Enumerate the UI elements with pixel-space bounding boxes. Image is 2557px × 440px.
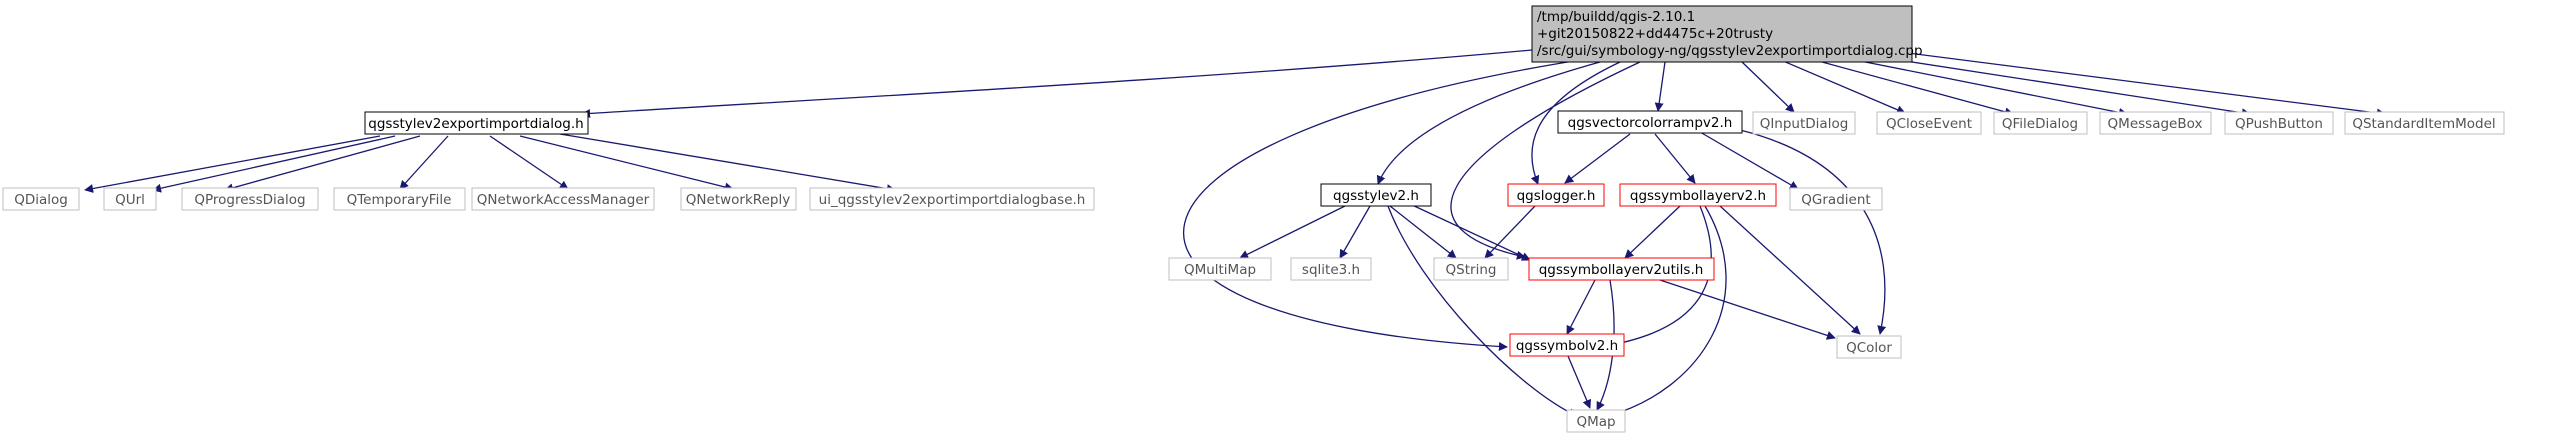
edge-root-to-qcloseevent: [1775, 57, 1906, 114]
edge-qgssymbollayerv2utils-to-qcolor: [1659, 279, 1836, 340]
svg-text:QString: QString: [1446, 262, 1497, 278]
edge-root-to-dialog-h: [581, 49, 1533, 118]
dependency-nodes: /tmp/buildd/qgis-2.10.1 +git20150822+dd4…: [2, 5, 2505, 433]
svg-text:ui_qgsstylev2exportimportdialo: ui_qgsstylev2exportimportdialogbase.h: [819, 192, 1086, 208]
svg-text:QMultiMap: QMultiMap: [1184, 262, 1256, 278]
edge-root-to-qpushbutton: [1859, 53, 2251, 118]
edge-qgssymbollayerv2utils-to-qmap: [1596, 279, 1615, 411]
svg-text:QPushButton: QPushButton: [2235, 116, 2323, 132]
edge-qgsvectorcolorrampv2-to-qgssymbollayerv2: [1654, 133, 1696, 184]
svg-text:QStandardItemModel: QStandardItemModel: [2352, 116, 2495, 132]
node-qgssymbolv2[interactable]: qgssymbolv2.h: [1509, 333, 1625, 357]
edge-dialog-h-to-qnetworkaccessmanager: [489, 135, 569, 190]
node-qcolor[interactable]: QColor: [1836, 335, 1902, 359]
root-line-2: +git20150822+dd4475c+20trusty: [1537, 26, 1773, 42]
svg-text:qgsstylev2.h: qgsstylev2.h: [1333, 188, 1419, 204]
edge-root-to-qgsvectorcolorrampv2: [1654, 61, 1666, 112]
node-qgssymbollayerv2utils[interactable]: qgssymbollayerv2utils.h: [1528, 257, 1715, 281]
svg-text:QMessageBox: QMessageBox: [2108, 116, 2203, 132]
node-qmessagebox[interactable]: QMessageBox: [2099, 111, 2212, 135]
node-sqlite3[interactable]: sqlite3.h: [1290, 257, 1372, 281]
svg-text:qgsvectorcolorrampv2.h: qgsvectorcolorrampv2.h: [1568, 115, 1733, 131]
node-qmap[interactable]: QMap: [1566, 409, 1626, 433]
edge-root-to-qmessagebox: [1829, 54, 2128, 117]
svg-text:QColor: QColor: [1846, 340, 1892, 356]
svg-text:QFileDialog: QFileDialog: [2002, 116, 2078, 132]
edge-qgsstylev2-to-sqlite3: [1339, 205, 1371, 259]
edge-dialog-h-to-qprogressdialog: [224, 135, 421, 193]
svg-text:QUrl: QUrl: [115, 192, 145, 208]
node-qcloseevent[interactable]: QCloseEvent: [1876, 111, 1982, 135]
svg-text:sqlite3.h: sqlite3.h: [1302, 262, 1360, 278]
svg-text:QMap: QMap: [1576, 414, 1615, 430]
edge-dialog-h-to-qnetworkreply: [519, 135, 734, 192]
edge-qgssymbollayerv2utils-to-qgssymbolv2: [1566, 279, 1596, 335]
edge-qgsvectorcolorrampv2-to-qgslogger: [1564, 133, 1631, 184]
node-qurl[interactable]: QUrl: [103, 187, 157, 211]
edge-qgssymbollayerv2-to-qgssymbolv2: [1604, 205, 1712, 350]
svg-text:qgssymbollayerv2utils.h: qgssymbollayerv2utils.h: [1539, 262, 1704, 278]
edge-dialog-h-to-qdialog: [84, 135, 381, 193]
svg-text:QNetworkAccessManager: QNetworkAccessManager: [477, 192, 650, 208]
edge-dialog-h-to-ui-base: [559, 133, 896, 194]
node-qnetworkreply[interactable]: QNetworkReply: [680, 187, 797, 211]
node-root-file[interactable]: /tmp/buildd/qgis-2.10.1 +git20150822+dd4…: [1531, 5, 1923, 63]
node-qpushbutton[interactable]: QPushButton: [2224, 111, 2334, 135]
svg-text:QCloseEvent: QCloseEvent: [1886, 116, 1972, 132]
svg-text:qgslogger.h: qgslogger.h: [1517, 188, 1596, 204]
node-qprogressdialog[interactable]: QProgressDialog: [181, 187, 319, 211]
svg-text:QDialog: QDialog: [14, 192, 68, 208]
svg-text:qgssymbolv2.h: qgssymbolv2.h: [1516, 338, 1618, 354]
svg-text:QNetworkReply: QNetworkReply: [686, 192, 790, 208]
node-qgssymbollayerv2[interactable]: qgssymbollayerv2.h: [1619, 183, 1777, 207]
node-qgsvectorcolorrampv2[interactable]: qgsvectorcolorrampv2.h: [1557, 110, 1743, 134]
node-qgslogger[interactable]: qgslogger.h: [1507, 183, 1605, 207]
edge-qgsstylev2-to-qgssymbollayerv2utils: [1409, 203, 1531, 261]
node-qgradient[interactable]: QGradient: [1789, 187, 1883, 211]
dependency-edges: [84, 49, 2386, 419]
edge-qgssymbollayerv2-to-qcolor: [1719, 205, 1861, 335]
edge-qgsstylev2-to-qstring: [1389, 205, 1457, 259]
root-line-1: /tmp/buildd/qgis-2.10.1: [1537, 9, 1695, 25]
edge-root-to-qinputdialog: [1741, 61, 1795, 113]
edge-root-to-qgssymbollayerv2utils: [1450, 61, 1641, 260]
node-qstring[interactable]: QString: [1433, 257, 1509, 281]
edge-qgsstylev2-to-qmultimap: [1239, 205, 1346, 259]
node-qnetworkaccessmanager[interactable]: QNetworkAccessManager: [471, 187, 655, 211]
node-qdialog[interactable]: QDialog: [2, 187, 80, 211]
node-ui-base[interactable]: ui_qgsstylev2exportimportdialogbase.h: [809, 187, 1095, 211]
edge-qgssymbollayerv2-to-qmap: [1607, 205, 1727, 419]
node-qmultimap[interactable]: QMultiMap: [1168, 257, 1272, 281]
edge-qgsvectorcolorrampv2-to-qcolor: [1739, 129, 1887, 335]
edge-qgsvectorcolorrampv2-to-qgradient: [1699, 131, 1799, 190]
node-dialog-h[interactable]: qgsstylev2exportimportdialog.h: [364, 111, 589, 135]
node-qinputdialog[interactable]: QInputDialog: [1752, 111, 1856, 135]
edge-qgssymbollayerv2-to-qgssymbollayerv2utils: [1624, 205, 1681, 259]
svg-text:QProgressDialog: QProgressDialog: [194, 192, 305, 208]
svg-text:qgssymbollayerv2.h: qgssymbollayerv2.h: [1630, 188, 1766, 204]
edge-root-to-qgslogger: [1530, 61, 1621, 185]
svg-text:QGradient: QGradient: [1801, 192, 1870, 208]
root-line-3: /src/gui/symbology-ng/qgsstylev2exportim…: [1537, 43, 1923, 59]
edge-root-to-qgssymbolv2: [1182, 59, 1581, 352]
edge-dialog-h-to-qtemporaryfile: [399, 135, 449, 190]
node-qgsstylev2[interactable]: qgsstylev2.h: [1320, 183, 1432, 207]
node-qtemporaryfile[interactable]: QTemporaryFile: [333, 187, 466, 211]
edge-root-to-qgsstylev2: [1376, 61, 1601, 185]
edge-qgssymbolv2-to-qmap: [1567, 355, 1591, 409]
node-qfiledialog[interactable]: QFileDialog: [1993, 111, 2088, 135]
edge-qgsstylev2-to-qmap: [1387, 205, 1578, 417]
edge-dialog-h-to-qurl: [152, 135, 396, 193]
edge-qgslogger-to-qstring: [1484, 205, 1536, 259]
node-qstandarditemmodel[interactable]: QStandardItemModel: [2344, 111, 2505, 135]
svg-text:QInputDialog: QInputDialog: [1760, 116, 1849, 132]
edge-root-to-qfiledialog: [1799, 55, 2014, 117]
edge-root-to-qstandarditemmodel: [1899, 51, 2386, 118]
svg-text:QTemporaryFile: QTemporaryFile: [347, 192, 452, 208]
svg-text:qgsstylev2exportimportdialog.h: qgsstylev2exportimportdialog.h: [368, 116, 583, 132]
